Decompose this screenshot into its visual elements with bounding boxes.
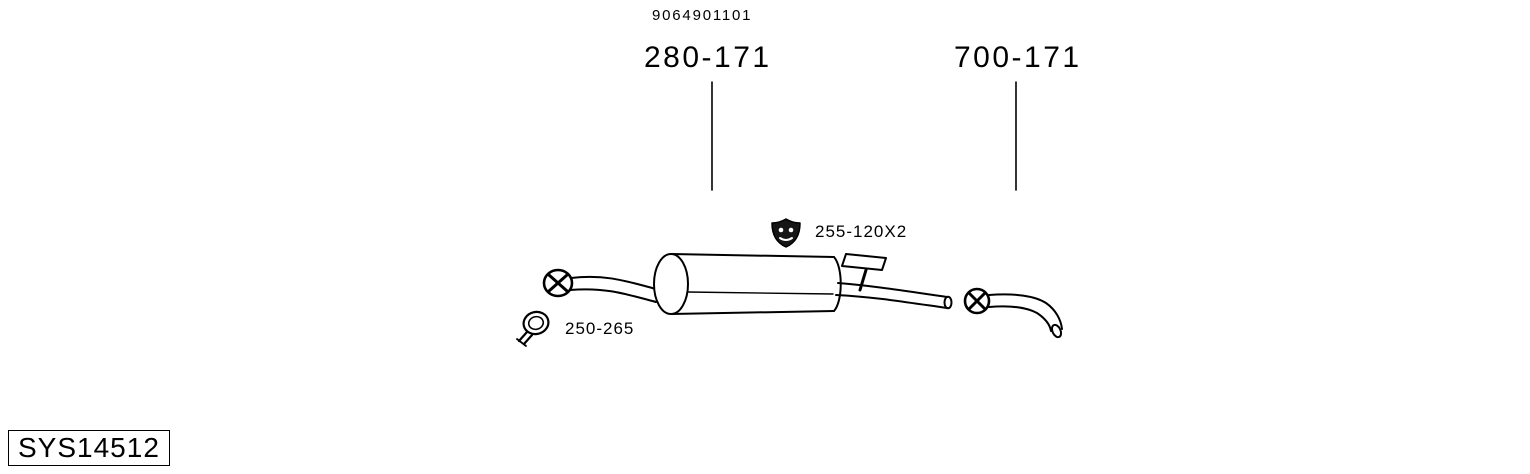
muffler (653, 253, 842, 315)
tail-pipe (988, 293, 1063, 339)
tailpipe-flange (963, 287, 991, 315)
system-code-box: SYS14512 (8, 430, 170, 467)
clamp-part-number: 250-265 (565, 319, 635, 338)
part-label-front-muffler: 280-171 (644, 41, 772, 74)
pipe-clamp-icon (516, 310, 550, 347)
front-pipe (569, 275, 657, 303)
outlet-pipe (835, 282, 953, 310)
system-code: SYS14512 (18, 432, 160, 463)
oem-part-number: 9064901101 (652, 7, 753, 24)
hanger-bracket (841, 253, 887, 292)
rubber-mount-part-number: 255-120X2 (815, 222, 908, 241)
part-label-tail-pipe: 700-171 (954, 41, 1082, 74)
rubber-mount-shield-icon (771, 218, 801, 248)
front-flange (542, 268, 574, 298)
